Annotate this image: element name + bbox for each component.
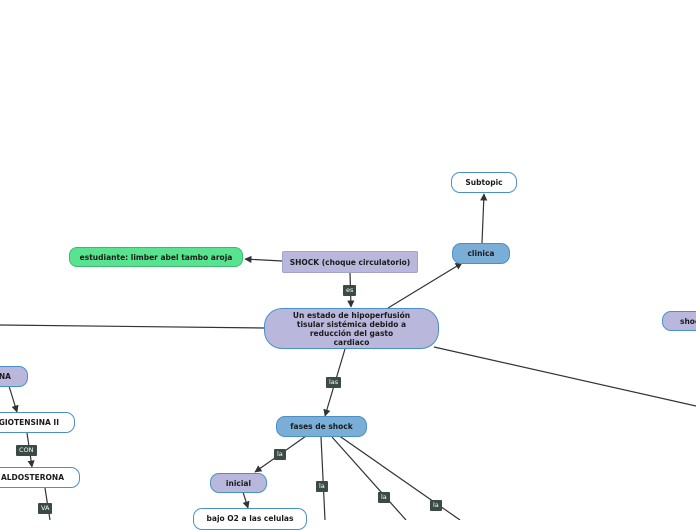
edge-clinica-subtopic [480, 193, 488, 244]
inicial-label: inicial [225, 478, 252, 488]
clinica-node[interactable]: clinica [452, 243, 510, 264]
bajo-o2-label: bajo O2 a las celulas [206, 514, 294, 523]
tag-la-2: la [316, 481, 328, 492]
edge-renina-angio [8, 385, 19, 413]
subtopic-label: Subtopic [465, 178, 503, 187]
edge-definition-right [433, 346, 696, 407]
shock-title-node[interactable]: SHOCK (choque circulatorio) [282, 251, 418, 273]
tag-la-3: la [378, 492, 390, 503]
edge-inicial-bajo [242, 491, 250, 509]
student-label: estudiante: limber abel tambo aroja [79, 252, 233, 262]
inicial-node[interactable]: inicial [210, 473, 267, 493]
aldosterona-label: ALDOSTERONA [0, 473, 64, 482]
edge-definition-left [0, 324, 265, 329]
edge-fases-down-1 [320, 436, 326, 520]
tag-las: las [326, 377, 342, 388]
tag-la-inicial: la [274, 449, 286, 460]
shock-right-label: shoc [680, 316, 696, 326]
aldosterona-node[interactable]: ALDOSTERONA [0, 467, 80, 488]
subtopic-node[interactable]: Subtopic [451, 172, 517, 193]
renina-label: NA [0, 372, 11, 381]
shock-title-label: SHOCK (choque circulatorio) [289, 257, 411, 267]
bajo-o2-node[interactable]: bajo O2 a las celulas [193, 508, 307, 530]
tag-con: CON [16, 445, 37, 456]
definition-node[interactable]: Un estado de hipoperfusión tisular sisté… [264, 308, 439, 349]
angiotensina-node[interactable]: GIOTENSINA II [0, 412, 75, 433]
edge-shock-student [244, 255, 283, 263]
fases-node[interactable]: fases de shock [276, 416, 367, 437]
tag-va: VA [38, 503, 53, 514]
angiotensina-label: GIOTENSINA II [0, 418, 59, 427]
renina-node[interactable]: NA [0, 366, 28, 387]
tag-es: es [343, 285, 357, 296]
edge-definition-clinica [387, 262, 463, 309]
edge-fases-down-2 [331, 436, 407, 520]
definition-label: Un estado de hipoperfusión tisular sisté… [292, 310, 411, 347]
shock-right-node[interactable]: shoc [662, 311, 696, 331]
fases-label: fases de shock [290, 422, 353, 431]
student-node[interactable]: estudiante: limber abel tambo aroja [69, 247, 243, 267]
clinica-label: clinica [467, 249, 495, 258]
tag-la-4: la [430, 500, 442, 511]
